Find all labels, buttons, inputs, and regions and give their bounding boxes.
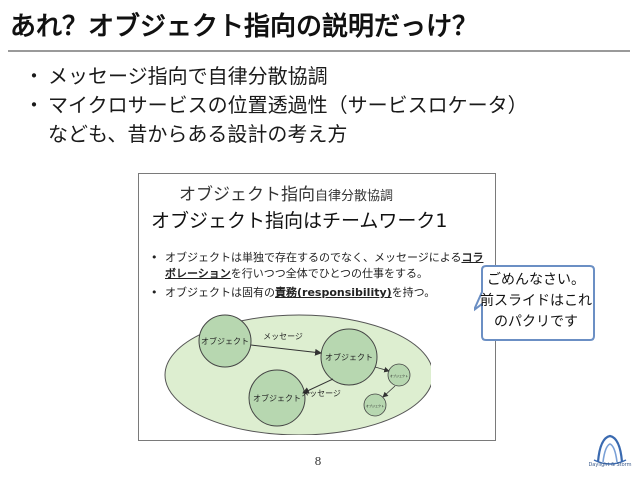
message-label: メッセージ	[263, 332, 303, 341]
embedded-bullet-text: オブジェクトは単独で存在するのでなく、メッセージによる	[165, 251, 462, 264]
bullet-text: マイクロサービスの位置透過性（サービスロケータ）	[48, 93, 528, 117]
bullet-text: メッセージ指向で自律分散協調	[48, 64, 328, 88]
heading-serif: オブジェクト指向	[179, 185, 315, 205]
object-collaboration-diagram: オブジェクト オブジェクト オブジェクト オブジェクト オブジェクト メッセージ…	[164, 314, 431, 435]
callout-line: ごめんなさい。	[487, 272, 585, 288]
object-node	[198, 314, 252, 368]
title-divider	[8, 50, 630, 52]
speech-bubble-shape	[474, 265, 595, 341]
embedded-bullet-emphasis: コラボレーション	[165, 251, 484, 280]
bullet-item: ・ メッセージ指向で自律分散協調	[18, 62, 628, 91]
embedded-bullet: • オブジェクトは単独で存在するのでなく、メッセージによるコラボレーションを行い…	[151, 250, 491, 282]
object-label: オブジェクト	[201, 336, 249, 346]
callout-line: 前スライドはこれ	[480, 293, 592, 309]
bullet-marker: •	[151, 251, 158, 264]
embedded-bullet-text: オブジェクトは固有の	[165, 286, 275, 299]
callout-text: ごめんなさい。 前スライドはこれ のパクリです	[480, 270, 592, 333]
object-node	[363, 393, 387, 417]
embedded-bullet-list: • オブジェクトは単独で存在するのでなく、メッセージによるコラボレーションを行い…	[151, 250, 491, 304]
embedded-slide-image: オブジェクト指向自律分散協調 オブジェクト指向はチームワーク1 • オブジェクト…	[138, 173, 496, 441]
slide-title: あれ？オブジェクト指向の説明だっけ？	[10, 12, 479, 42]
bullet-list: ・ メッセージ指向で自律分散協調 ・ マイクロサービスの位置透過性（サービスロケ…	[18, 62, 628, 149]
object-label: オブジェクト	[253, 393, 301, 403]
bullet-marker: •	[151, 286, 158, 299]
message-arrow	[250, 344, 322, 356]
bullet-item: ・ マイクロサービスの位置透過性（サービスロケータ） なども、昔からある設計の考…	[18, 91, 628, 149]
message-arrow	[302, 378, 334, 394]
embedded-slide-title: オブジェクト指向はチームワーク1	[151, 210, 448, 232]
object-node	[320, 328, 378, 386]
bullet-marker: ・	[24, 93, 44, 117]
embedded-bullet-emphasis: 責務(responsibility)	[275, 286, 392, 299]
object-label: オブジェクト	[325, 352, 373, 362]
message-arrow	[382, 385, 396, 398]
page-number: 8	[314, 455, 322, 468]
apology-speech-bubble: ごめんなさい。 前スライドはこれ のパクリです	[474, 262, 598, 344]
callout-line: のパクリです	[494, 314, 578, 330]
logo-caption: Daylight & Storm	[588, 462, 632, 468]
embedded-bullet-text: を行いつつ全体でひとつの仕事をする。	[230, 267, 429, 280]
message-arrow	[374, 366, 390, 373]
embedded-bullet-text: を持つ。	[391, 286, 436, 299]
bullet-text-continued: なども、昔からある設計の考え方	[48, 122, 348, 146]
object-node	[387, 363, 411, 387]
embedded-slide-heading: オブジェクト指向自律分散協調	[179, 180, 393, 205]
brand-logo-icon	[593, 434, 627, 465]
embedded-bullet: • オブジェクトは固有の責務(responsibility)を持つ。	[151, 285, 491, 301]
object-label: オブジェクト	[390, 373, 408, 378]
heading-suffix: 自律分散協調	[315, 189, 394, 204]
message-label: メッセージ	[301, 389, 341, 398]
bullet-marker: ・	[24, 64, 44, 88]
object-label: オブジェクト	[366, 403, 384, 408]
object-node	[248, 369, 306, 427]
